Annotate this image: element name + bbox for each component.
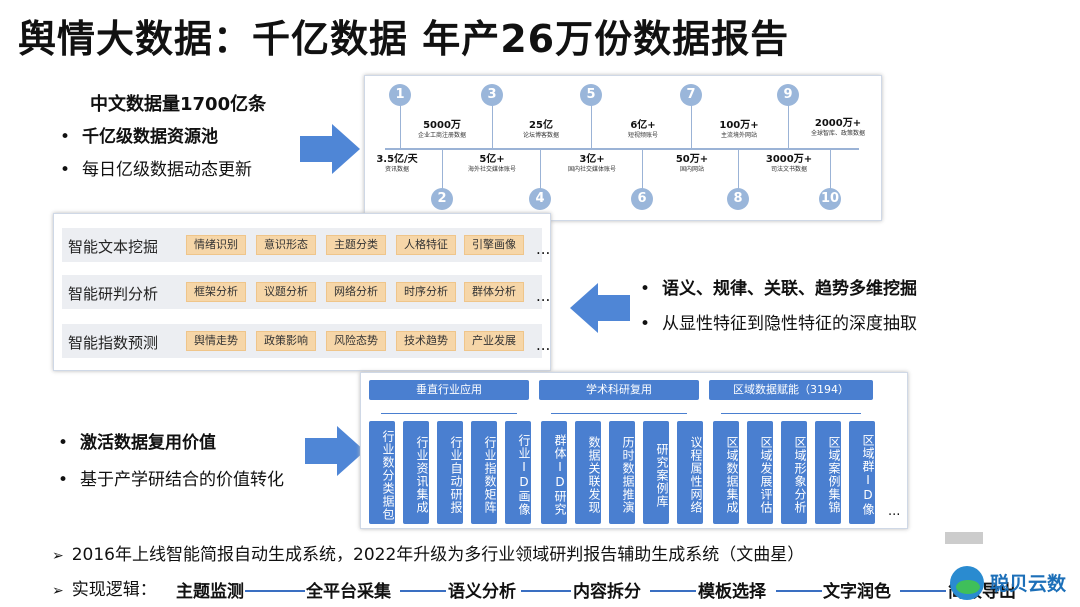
- group-header: 垂直行业应用: [369, 380, 529, 400]
- data-source-timeline: 1 3.5亿/天资讯数据 2 5000万企业工商注册数据 3 5亿+海外社交媒体…: [364, 75, 882, 221]
- application-cell: 行业指数矩阵: [471, 421, 497, 524]
- feature-tag: 群体分析: [464, 282, 524, 302]
- ellipsis: ...: [536, 240, 551, 258]
- feature-tag: 时序分析: [396, 282, 456, 302]
- timeline-node: 5: [580, 84, 602, 106]
- timeline-item: 5000万企业工商注册数据: [417, 120, 466, 139]
- timeline-node: 1: [389, 84, 411, 106]
- timeline-node: 4: [529, 188, 551, 210]
- group-header: 区域数据赋能（3194）: [709, 380, 873, 400]
- logic-step: 模板选择: [698, 582, 766, 602]
- feature-tag: 框架分析: [186, 282, 246, 302]
- application-cell: 议程属性网络: [677, 421, 703, 524]
- logic-step: 主题监测: [176, 582, 244, 602]
- timeline-item: 3亿+国内社交媒体账号: [567, 154, 616, 173]
- row-label: 智能指数预测: [68, 334, 159, 352]
- mining-bullets: 语义、规律、关联、趋势多维挖掘 从显性特征到隐性特征的深度抽取: [640, 274, 917, 344]
- timeline-node: 10: [819, 188, 841, 210]
- feature-tag: 主题分类: [326, 235, 386, 255]
- row-label: 智能研判分析: [68, 285, 159, 303]
- row-label: 智能文本挖掘: [68, 238, 159, 256]
- application-cell: 行业资讯集成: [403, 421, 429, 524]
- mining-row: 智能研判分析 框架分析 议题分析 网络分析 时序分析 群体分析 ...: [62, 275, 550, 309]
- ellipsis: ...: [888, 504, 901, 519]
- logic-step: 语义分析: [448, 582, 516, 602]
- timeline-node: 3: [481, 84, 503, 106]
- feature-tag: 舆情走势: [186, 331, 246, 351]
- timeline-item: 2000万+全球智库、政策数据: [810, 118, 865, 137]
- ellipsis: ...: [536, 287, 551, 305]
- bullet-item: 基于产学研结合的价值转化: [58, 465, 284, 490]
- timeline-node: 8: [727, 188, 749, 210]
- page-title: 舆情大数据：千亿数据 年产26万份数据报告: [18, 17, 790, 61]
- mining-panel: 智能文本挖掘 情绪识别 意识形态 主题分类 人格特征 引擎画像 ... 智能研判…: [53, 213, 551, 371]
- feature-tag: 人格特征: [396, 235, 456, 255]
- arrow-right-icon: [300, 124, 360, 174]
- application-grid: 垂直行业应用 学术科研复用 区域数据赋能（3194） 行业数分类据包 行业资讯集…: [360, 372, 908, 529]
- timeline-node: 7: [680, 84, 702, 106]
- feature-tag: 风险态势: [326, 331, 386, 351]
- triangle-bullet-icon: ➢: [52, 583, 64, 599]
- timeline-item: 50万+国内网站: [675, 154, 709, 173]
- logo-text: 聪贝云数: [990, 573, 1067, 595]
- bullet-item: 激活数据复用价值: [58, 428, 284, 453]
- application-cell: 研究案例库: [643, 421, 669, 524]
- application-cell: 区域形象分析: [781, 421, 807, 524]
- feature-tag: 议题分析: [256, 282, 316, 302]
- arrow-right-icon: [305, 426, 365, 476]
- application-cell: 群体ID研究: [541, 421, 567, 524]
- brand-logo: 聪贝云数: [950, 564, 1080, 604]
- mining-row: 智能指数预测 舆情走势 政策影响 风险态势 技术趋势 产业发展 ...: [62, 324, 550, 358]
- feature-tag: 意识形态: [256, 235, 316, 255]
- feature-tag: 技术趋势: [396, 331, 456, 351]
- logic-line: ➢实现逻辑：: [52, 580, 157, 600]
- logic-step: 文字润色: [823, 582, 891, 602]
- timeline-node: 2: [431, 188, 453, 210]
- bullet-item: 语义、规律、关联、趋势多维挖掘: [640, 274, 917, 299]
- timeline-item: 100万+主流境外网站: [719, 120, 759, 139]
- group-header: 学术科研复用: [539, 380, 699, 400]
- feature-tag: 网络分析: [326, 282, 386, 302]
- application-cell: 区域群ID像: [849, 421, 875, 524]
- bullet-item: 从显性特征到隐性特征的深度抽取: [640, 309, 917, 334]
- feature-tag: 产业发展: [464, 331, 524, 351]
- timeline-axis: [385, 148, 859, 150]
- feature-tag: 引擎画像: [464, 235, 524, 255]
- mining-row: 智能文本挖掘 情绪识别 意识形态 主题分类 人格特征 引擎画像 ...: [62, 228, 550, 262]
- application-cell: 行业数分类据包: [369, 421, 395, 524]
- data-volume-heading: 中文数据量1700亿条: [90, 94, 267, 115]
- timeline-item: 3000万+司法文书数据: [765, 154, 813, 173]
- application-cell: 区域案例集锦: [815, 421, 841, 524]
- timeline-node: 6: [631, 188, 653, 210]
- timeline-node: 9: [777, 84, 799, 106]
- arrow-left-icon: [570, 283, 630, 333]
- reuse-bullets: 激活数据复用价值 基于产学研结合的价值转化: [58, 428, 284, 502]
- application-cell: 历时数据推演: [609, 421, 635, 524]
- timeline-item: 6亿+短视频账号: [627, 120, 658, 139]
- data-volume-bullets: 中文数据量1700亿条 千亿级数据资源池 每日亿级数据动态更新: [60, 90, 266, 188]
- feature-tag: 政策影响: [256, 331, 316, 351]
- application-cell: 区域发展评估: [747, 421, 773, 524]
- ellipsis: ...: [536, 336, 551, 354]
- history-line: ➢2016年上线智能简报自动生成系统，2022年升级为多行业领域研判报告辅助生成…: [52, 545, 805, 565]
- logic-step: 内容拆分: [573, 582, 641, 602]
- timeline-item: 5亿+海外社交媒体账号: [467, 154, 516, 173]
- cloud-block: [945, 532, 983, 544]
- application-cell: 区域数据集成: [713, 421, 739, 524]
- bullet-item: 千亿级数据资源池: [60, 122, 266, 147]
- logo-icon: [950, 566, 984, 600]
- application-cell: 行业自动研报: [437, 421, 463, 524]
- timeline-item: 25亿论坛博客数据: [522, 120, 559, 139]
- bullet-item: 每日亿级数据动态更新: [60, 155, 266, 180]
- timeline-item: 3.5亿/天资讯数据: [376, 154, 418, 173]
- triangle-bullet-icon: ➢: [52, 548, 64, 564]
- application-cell: 行业ID画像: [505, 421, 531, 524]
- logic-step: 全平台采集: [306, 582, 391, 602]
- feature-tag: 情绪识别: [186, 235, 246, 255]
- application-cell: 数据关联发现: [575, 421, 601, 524]
